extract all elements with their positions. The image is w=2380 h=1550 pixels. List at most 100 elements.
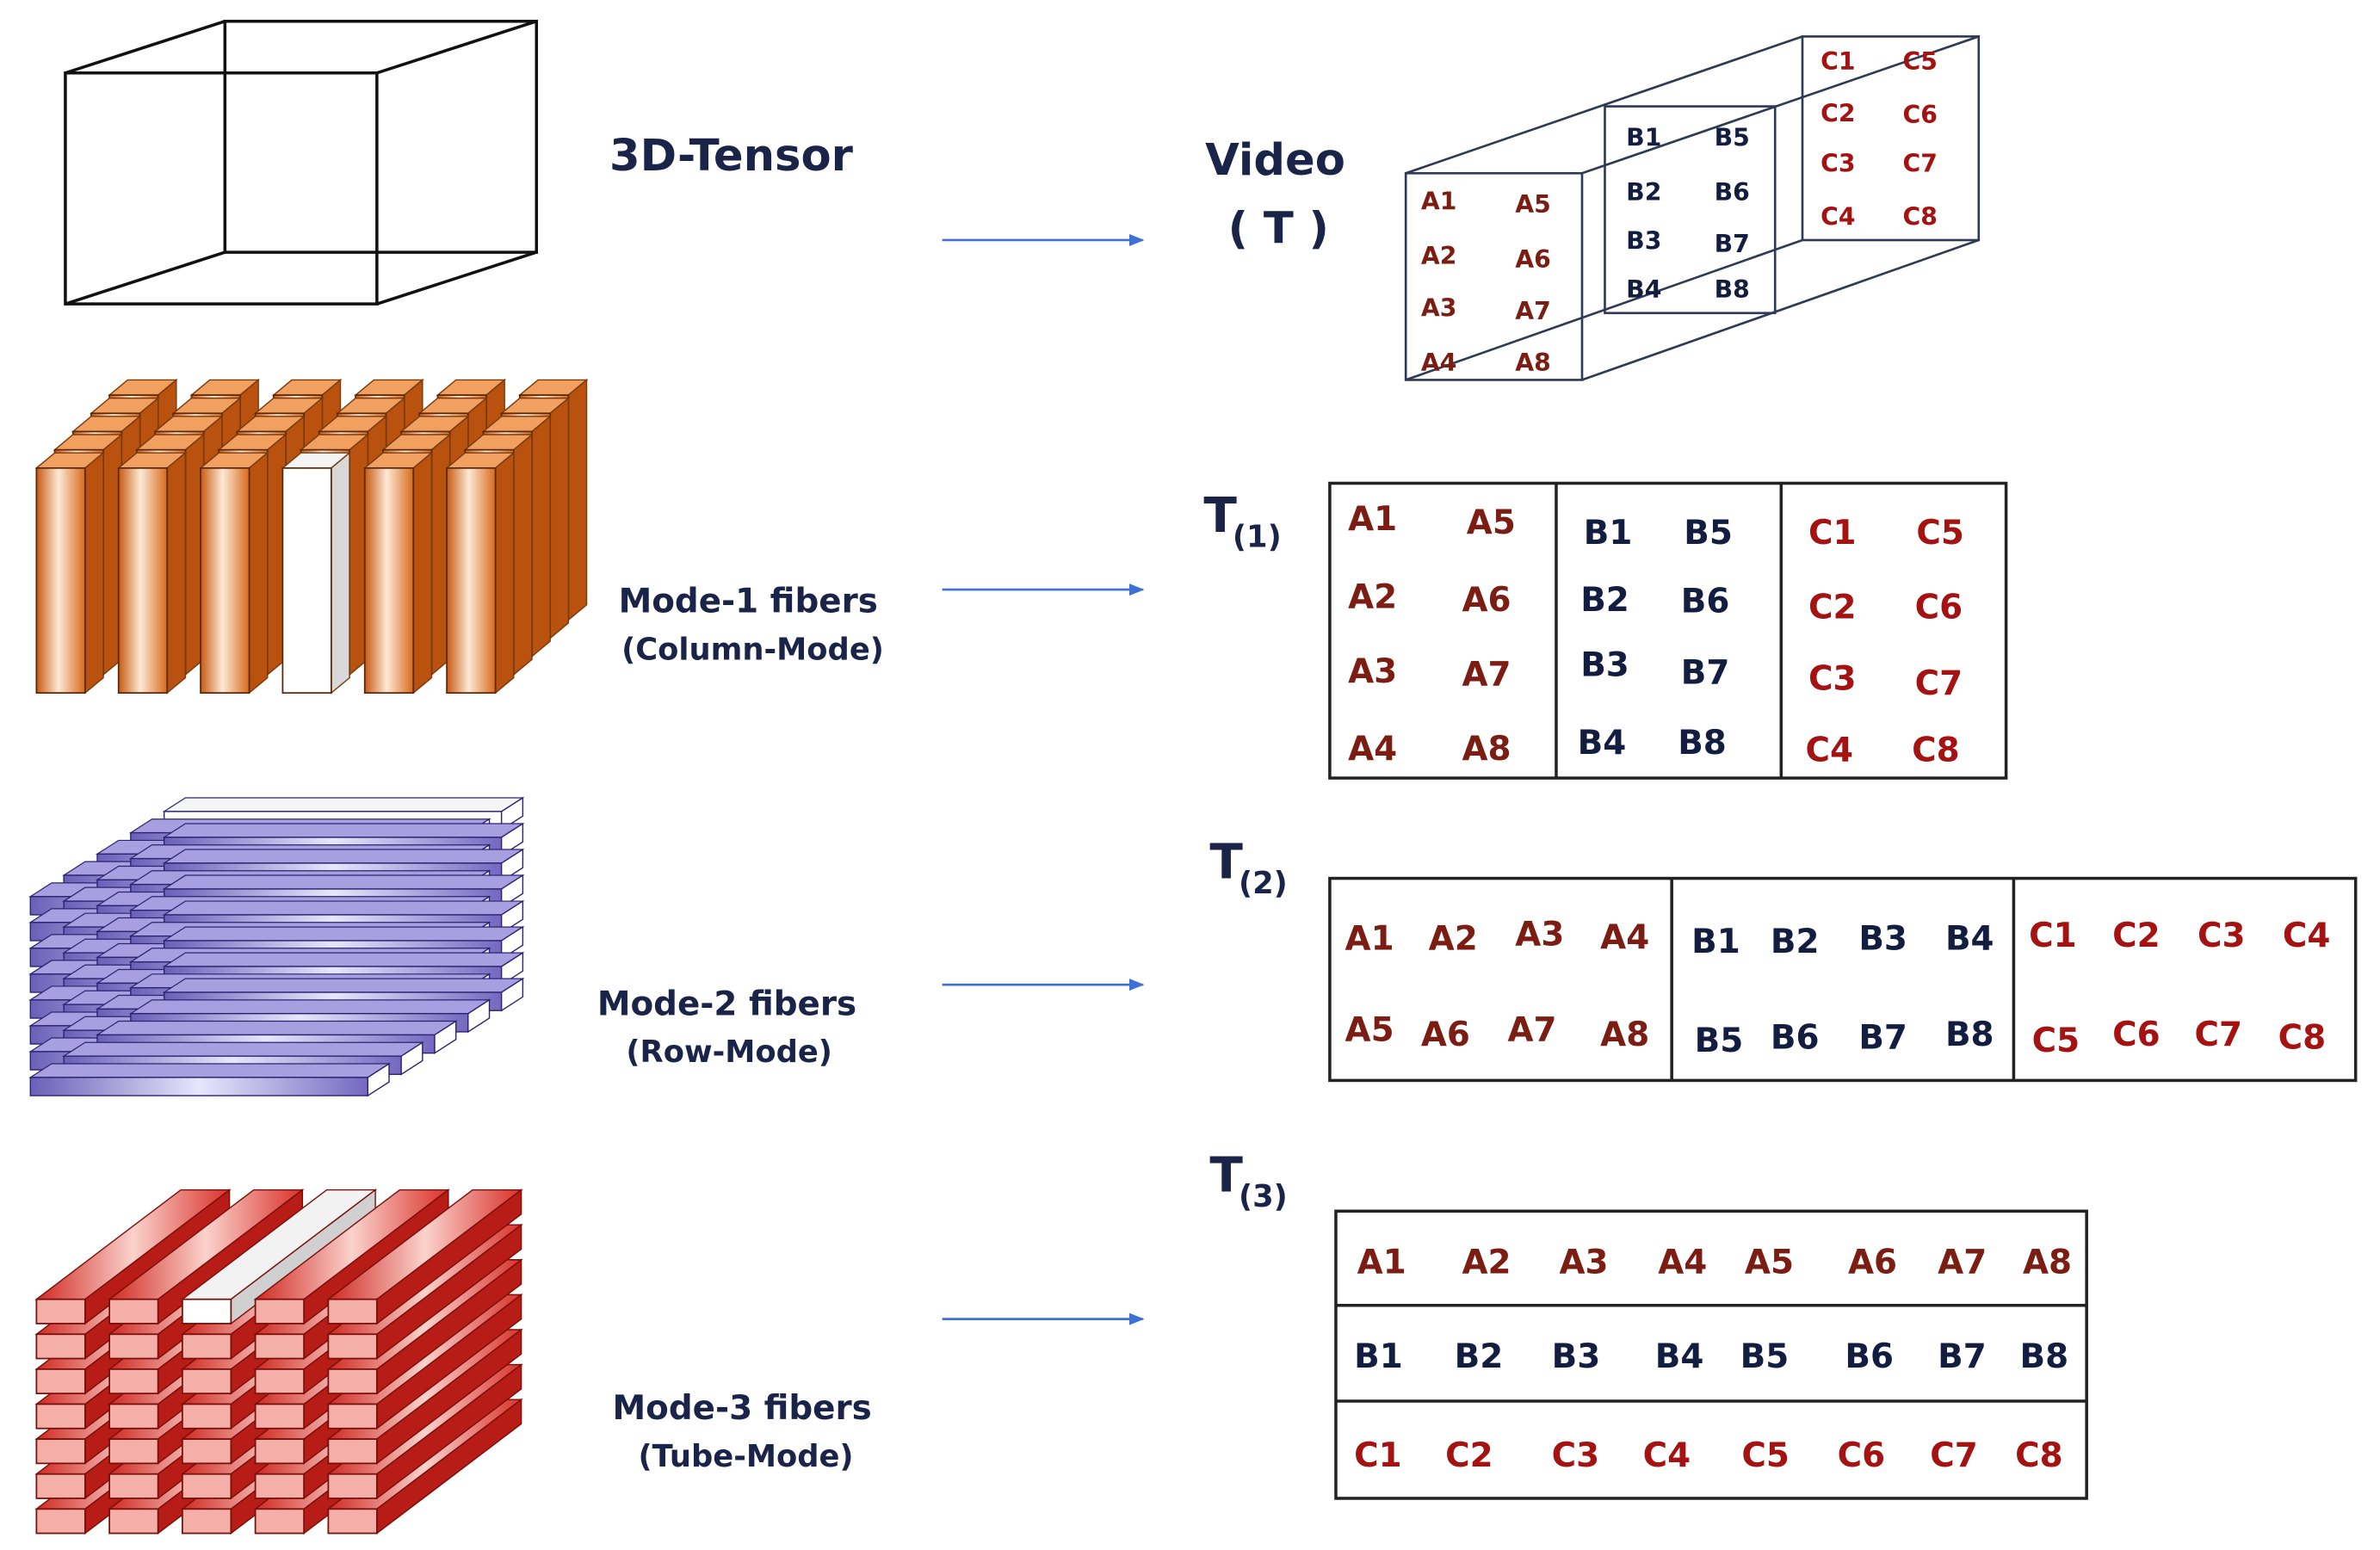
t3-cell: C5 [1741,1436,1790,1475]
tube-cap [327,1508,378,1535]
t3-cell: A1 [1357,1244,1406,1282]
tube-cap [35,1403,86,1430]
fiber-top [62,1041,424,1057]
t3-subscript: (3) [1239,1179,1288,1214]
t1-cell: A1 [1348,500,1397,539]
tensor-cube-wireframe [64,19,539,306]
t2-cell: C2 [2112,917,2161,955]
t3-cell: C4 [1643,1436,1691,1475]
fiber-side [549,397,570,640]
video-cell: B6 [1715,178,1750,207]
video-slice-c: C1 C2 C3 C4 C5 C6 C7 C8 [1821,47,1938,231]
tube-cap [327,1298,378,1325]
fiber [363,466,415,695]
video-cell: C6 [1903,101,1938,129]
t3-cell: B6 [1845,1337,1894,1376]
t2-cell: B7 [1858,1018,1907,1057]
t1-cell: B2 [1580,581,1629,620]
t1-cell: C7 [1915,664,1963,703]
fiber-end [400,1041,423,1076]
tube-cap [327,1473,378,1499]
tube-cap [181,1508,232,1535]
t3-cell: C8 [2015,1436,2063,1475]
t3-cell: B3 [1552,1337,1601,1376]
t1-cell: C8 [1912,732,1960,770]
t3-cell: C1 [1354,1436,1402,1475]
tube-cap [254,1473,306,1499]
t1-cell: C4 [1806,732,1854,770]
tube-cap [181,1438,232,1465]
t3-cell: B2 [1455,1337,1504,1376]
mode2-sublabel: (Row-Mode) [626,1034,832,1070]
fiber-side [248,451,269,695]
fiber-end [500,977,524,1012]
t1-cell: B7 [1681,654,1730,693]
fiber-top [162,849,525,864]
t2-cell: B4 [1945,920,1994,959]
fiber-side [567,378,588,621]
t2-cell: B3 [1858,920,1907,959]
t3-cell: B7 [1938,1337,1987,1376]
tube-cap [35,1368,86,1395]
fiber-side [331,451,350,695]
t3-cell: A6 [1848,1244,1897,1282]
video-cell: B2 [1626,178,1661,207]
t1-cell: A5 [1467,503,1516,542]
t3-cell: B1 [1354,1337,1403,1376]
tube-cap [108,1403,159,1430]
fiber [446,466,497,695]
video-cell: A8 [1515,349,1551,377]
t3-cell: A2 [1462,1244,1511,1282]
fiber-top [95,1020,458,1036]
t1-cell: C3 [1808,660,1857,699]
tube-cap [35,1333,86,1360]
video-cell: A7 [1515,297,1551,325]
video-cell: C2 [1821,99,1855,127]
tensor-label: 3D-Tensor [609,130,854,182]
video-cell: A4 [1421,349,1457,377]
t1-cell: B5 [1684,514,1733,553]
tube-cap [254,1368,306,1395]
t1-cell: A3 [1348,652,1397,691]
t2-cell: B2 [1771,923,1820,961]
tube-cap [327,1403,378,1430]
t1-cell: A7 [1462,655,1511,694]
video-symbol: ( T ) [1228,203,1329,255]
video-cell: B3 [1626,227,1661,256]
tube-cap [108,1438,159,1465]
t2-cell: A1 [1345,920,1394,959]
mode2-label: Mode-2 fibers [597,985,856,1023]
video-slice-b: B1 B2 B3 B4 B5 B6 B7 B8 [1626,124,1750,305]
t2-cell: C6 [2112,1016,2161,1054]
t1-cell: A6 [1462,581,1511,620]
tube-cap [254,1438,306,1465]
tube-cap [35,1473,86,1499]
fiber [200,466,250,695]
t1-cell: C2 [1808,589,1857,627]
t1-cell: A4 [1348,730,1397,769]
tube-cap [254,1333,306,1360]
fiber-top [162,900,525,916]
video-slice-a: A1 A2 A3 A4 A5 A6 A7 A8 [1421,188,1551,377]
video-cell: C1 [1821,47,1855,76]
fiber [117,466,169,695]
video-cell: C3 [1821,150,1855,178]
t1-block-b: B1 B2 B3 B4 B5 B6 B7 B8 [1578,514,1733,763]
t2-block-a: A1 A2 A3 A4 A5 A6 A7 A8 [1345,915,1650,1054]
mode1-fibers-illustration [34,378,589,695]
tube-cap [35,1508,86,1535]
video-cell: B8 [1715,275,1750,304]
t2-cell: C4 [2283,917,2331,955]
fiber-side [166,451,187,695]
t1-subscript: (1) [1233,520,1282,555]
tube-cap [327,1333,378,1360]
fiber-top [162,797,525,812]
t2-symbol: T [1209,835,1243,891]
tube-cap [181,1368,232,1395]
t2-block-b: B1 B2 B3 B4 B5 B6 B7 B8 [1691,920,1994,1060]
t2-cell: A8 [1600,1016,1649,1054]
tube-cap [254,1403,306,1430]
fiber-top [162,874,525,890]
video-cell: B7 [1715,230,1750,258]
